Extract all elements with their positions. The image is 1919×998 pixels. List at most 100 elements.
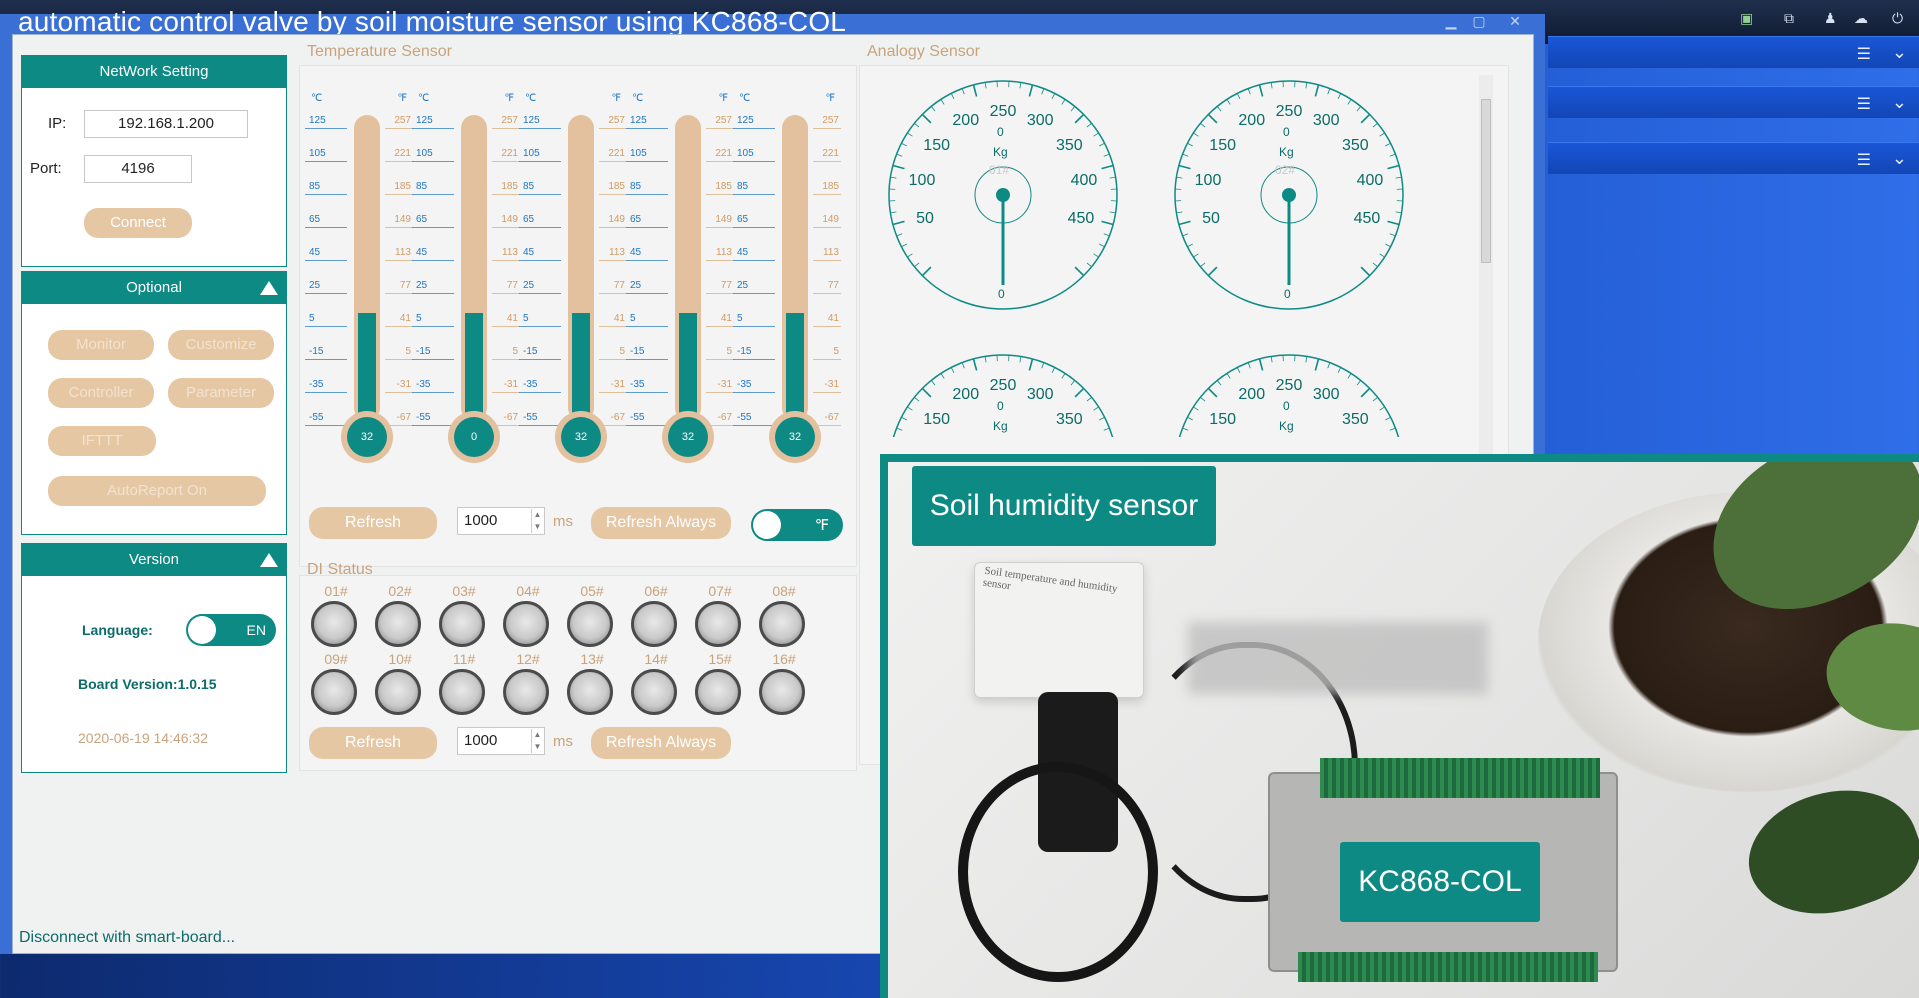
fahrenheit-tick-label: 185 <box>822 181 839 192</box>
gauge-id: 02# <box>1275 163 1296 177</box>
thermometer-value: 32 <box>775 417 815 457</box>
fahrenheit-tick-line <box>385 128 413 129</box>
celsius-tick-label: -55 <box>309 412 324 423</box>
collapse-arrow-icon[interactable] <box>260 281 278 295</box>
fahrenheit-tick-label: 113 <box>609 247 625 258</box>
gauge-scale-label: 300 <box>1312 111 1340 129</box>
temperature-ms-label: ms <box>553 513 573 530</box>
celsius-tick-line <box>733 392 775 393</box>
connect-button[interactable]: Connect <box>84 208 192 238</box>
temperature-refresh-button[interactable]: Refresh <box>309 507 437 539</box>
temperature-refresh-always-button[interactable]: Refresh Always <box>591 507 731 539</box>
gauge-scale-label: 450 <box>1353 210 1381 228</box>
di-channel-label: 05# <box>580 583 604 599</box>
gauge-scale-label: 200 <box>1238 111 1266 129</box>
di-refresh-button[interactable]: Refresh <box>309 727 437 759</box>
celsius-tick-line <box>305 425 347 426</box>
monitor-button[interactable]: Monitor <box>48 330 154 360</box>
fahrenheit-tick-label: 5 <box>726 346 732 357</box>
celsius-tick-label: -35 <box>416 379 431 390</box>
temperature-interval-input[interactable]: 1000 <box>457 507 545 535</box>
terminal-block-top <box>1320 758 1600 798</box>
fahrenheit-tick-line <box>492 260 520 261</box>
shirt-icon[interactable]: ♟ <box>1824 10 1837 26</box>
power-icon[interactable]: ⏻ <box>1892 10 1904 26</box>
fahrenheit-tick-label: 41 <box>506 313 518 324</box>
maximize-button[interactable]: ▢ <box>1472 13 1486 29</box>
gauge-scale-label: 350 <box>1341 136 1369 154</box>
gauge-dial <box>1174 80 1404 310</box>
celsius-tick-label: -15 <box>309 346 324 357</box>
fahrenheit-tick-label: 77 <box>613 280 625 291</box>
desktop-panel-3[interactable]: ☰ ⌄ <box>1548 142 1919 174</box>
chevron-down-icon[interactable]: ⌄ <box>1891 42 1907 62</box>
fahrenheit-tick-label: 257 <box>501 115 518 126</box>
minimize-button[interactable]: ▁ <box>1445 13 1457 29</box>
fahrenheit-tick-line <box>385 161 413 162</box>
interval-spinner[interactable]: ▲▼ <box>531 509 543 533</box>
collapse-arrow-icon[interactable] <box>260 553 278 567</box>
language-toggle[interactable]: EN <box>186 614 276 646</box>
di-refresh-always-button[interactable]: Refresh Always <box>591 727 731 759</box>
capture-icon[interactable]: ⧉ <box>1784 10 1794 26</box>
di-indicator-light <box>375 669 421 715</box>
desktop-panel-1[interactable]: ☰ ⌄ <box>1548 36 1919 68</box>
di-interval-input[interactable]: 1000 <box>457 727 545 755</box>
parameter-button[interactable]: Parameter <box>168 378 274 408</box>
controller-button[interactable]: Controller <box>48 378 154 408</box>
gauge-scale-label: 250 <box>1275 377 1303 394</box>
thermometer-fill <box>358 313 376 421</box>
fahrenheit-tick-label: 41 <box>827 313 839 324</box>
list-icon: ☰ <box>1856 46 1871 63</box>
gauge-value: 0 <box>997 125 1004 139</box>
temperature-unit-toggle[interactable]: ℉ <box>751 509 843 541</box>
celsius-tick-label: 105 <box>523 148 540 159</box>
celsius-unit-label: ℃ <box>739 93 751 104</box>
customize-button[interactable]: Customize <box>168 330 274 360</box>
fahrenheit-tick-label: -31 <box>824 379 839 390</box>
fahrenheit-tick-label: 149 <box>501 214 518 225</box>
thermometer-fill <box>786 313 804 421</box>
chevron-down-icon[interactable]: ⌄ <box>1891 148 1907 168</box>
fahrenheit-tick-line <box>599 326 627 327</box>
version-datetime: 2020-06-19 14:46:32 <box>78 730 208 746</box>
ip-input[interactable]: 192.168.1.200 <box>84 110 248 138</box>
fahrenheit-tick-label: 185 <box>608 181 625 192</box>
celsius-tick-line <box>626 359 668 360</box>
screen-icon[interactable]: ▣ <box>1740 10 1754 26</box>
scrollbar-thumb[interactable] <box>1481 99 1491 263</box>
celsius-tick-label: 105 <box>416 148 433 159</box>
autoreport-button[interactable]: AutoReport On <box>48 476 266 506</box>
celsius-tick-line <box>733 194 775 195</box>
celsius-tick-line <box>626 260 668 261</box>
di-indicator-light <box>759 669 805 715</box>
celsius-tick-label: 25 <box>416 280 428 291</box>
thermometer-value: 32 <box>347 417 387 457</box>
close-button[interactable]: ✕ <box>1509 13 1521 29</box>
desktop-panel-2[interactable]: ☰ ⌄ <box>1548 86 1919 118</box>
gauge-scale-label: 50 <box>1202 210 1220 228</box>
fahrenheit-tick-line <box>706 425 734 426</box>
celsius-tick-line <box>305 161 347 162</box>
chevron-down-icon[interactable]: ⌄ <box>1891 92 1907 112</box>
celsius-tick-label: 25 <box>737 280 749 291</box>
di-indicator-light <box>503 601 549 647</box>
celsius-tick-line <box>519 326 561 327</box>
version-header[interactable]: Version <box>22 544 286 576</box>
celsius-tick-label: -15 <box>630 346 645 357</box>
gauge-scale-label: 300 <box>1312 385 1340 403</box>
ifttt-button[interactable]: IFTTT <box>48 426 156 456</box>
optional-header[interactable]: Optional <box>22 272 286 304</box>
celsius-tick-label: 45 <box>630 247 642 258</box>
di-channel-label: 11# <box>452 651 476 667</box>
cloud-icon[interactable]: ☁ <box>1854 10 1868 26</box>
thermometer-value: 32 <box>668 417 708 457</box>
celsius-tick-line <box>733 326 775 327</box>
interval-spinner[interactable]: ▲▼ <box>531 729 543 753</box>
port-input[interactable]: 4196 <box>84 155 192 183</box>
fahrenheit-tick-label: 113 <box>395 247 411 258</box>
celsius-tick-line <box>733 359 775 360</box>
celsius-tick-label: 25 <box>523 280 535 291</box>
celsius-tick-line <box>305 293 347 294</box>
